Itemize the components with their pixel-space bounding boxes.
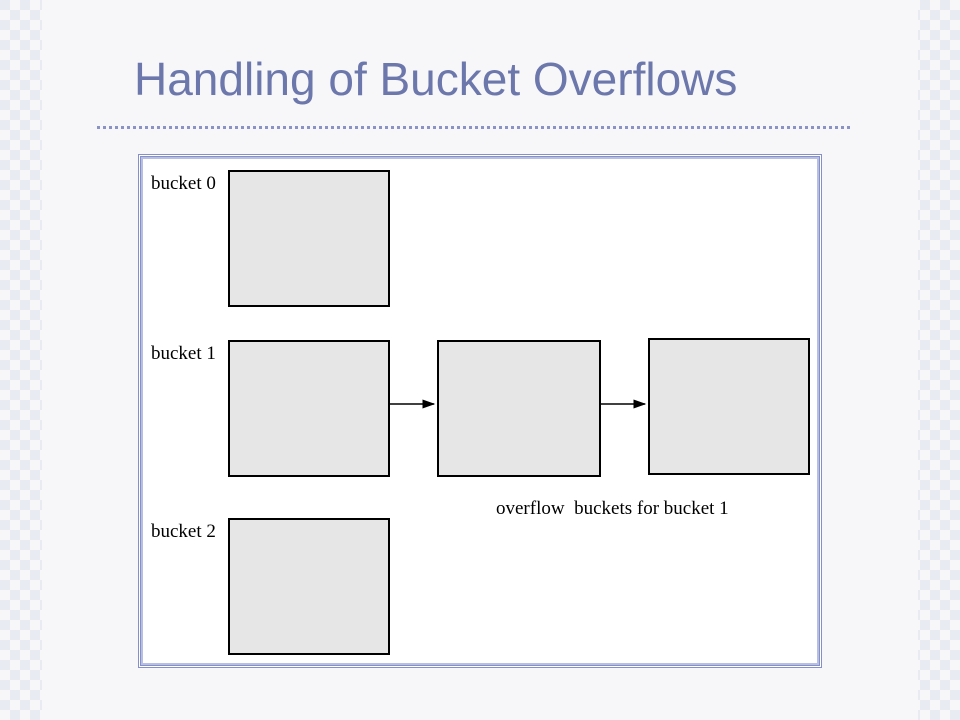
overflow-bucket-1 [437,340,601,477]
overflow-bucket-2 [648,338,810,475]
title-divider [97,126,850,129]
bucket-overflow-diagram: bucket 0 bucket 1 overflow buckets for b… [151,170,810,655]
slide: Handling of Bucket Overflows bucket 0 bu… [42,0,918,720]
page-title: Handling of Bucket Overflows [134,53,738,105]
diagram-frame: bucket 0 bucket 1 overflow buckets for b… [138,154,822,668]
bucket-2-box [228,518,390,655]
bucket-1-label: bucket 1 [151,343,216,364]
bucket-0-box [228,170,390,307]
bucket-0-label: bucket 0 [151,173,216,194]
bucket-1-box [228,340,390,477]
overflow-caption: overflow buckets for bucket 1 [496,498,729,519]
bucket-2-label: bucket 2 [151,521,216,542]
